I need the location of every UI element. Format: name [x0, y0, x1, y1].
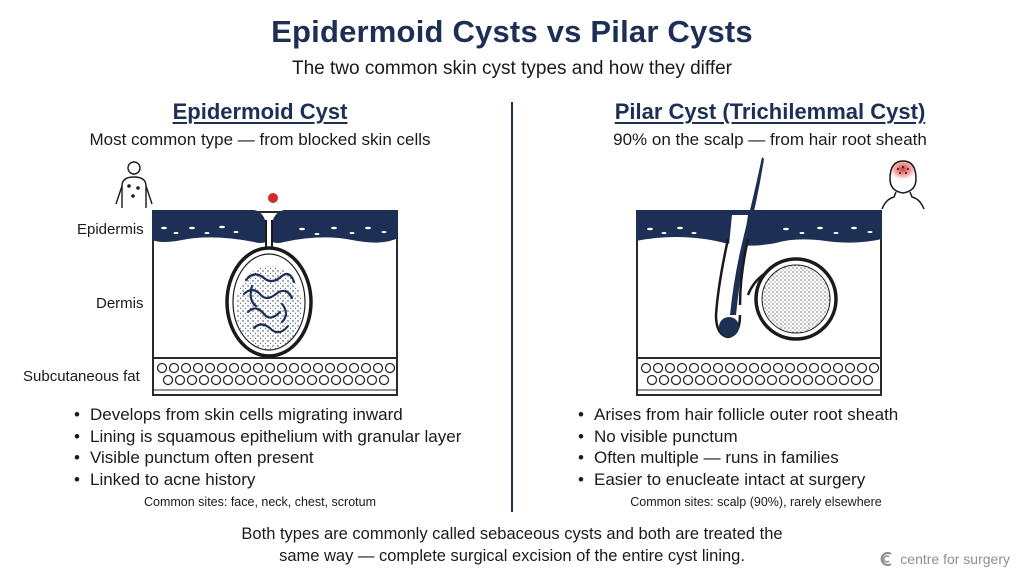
page-title: Epidermoid Cysts vs Pilar Cysts	[271, 14, 753, 49]
brand-watermark: centre for surgery	[879, 551, 1010, 567]
column-divider	[511, 102, 513, 512]
pilar-subheading: 90% on the scalp — from hair root sheath	[613, 130, 927, 149]
epidermoid-heading: Epidermoid Cyst	[172, 99, 348, 124]
body-sites-icon	[115, 161, 153, 208]
epidermoid-skin-diagram	[152, 193, 398, 396]
list-item: Easier to enucleate intact at surgery	[578, 469, 898, 491]
page-subtitle: The two common skin cyst types and how t…	[291, 58, 732, 79]
head-scalp-icon	[881, 160, 925, 210]
brand-name: centre for surgery	[900, 551, 1010, 567]
list-item: Develops from skin cells migrating inwar…	[74, 404, 461, 426]
pilar-skin-diagram	[636, 157, 882, 396]
list-item: Often multiple — runs in families	[578, 447, 898, 469]
footer-line-1: Both types are commonly called sebaceous…	[241, 525, 783, 543]
pilar-heading: Pilar Cyst (Trichilemmal Cyst)	[614, 99, 926, 124]
layer-label-epidermis: Epidermis	[77, 221, 144, 238]
footer-line-2: same way — complete surgical excision of…	[279, 547, 745, 565]
epidermoid-common-sites: Common sites: face, neck, chest, scrotum	[143, 495, 377, 509]
list-item: No visible punctum	[578, 426, 898, 448]
list-item: Lining is squamous epithelium with granu…	[74, 426, 461, 448]
list-item: Visible punctum often present	[74, 447, 461, 469]
epidermoid-bullet-list: Develops from skin cells migrating inwar…	[74, 404, 461, 490]
layer-label-dermis: Dermis	[96, 295, 144, 312]
epidermoid-subheading: Most common type — from blocked skin cel…	[89, 130, 431, 149]
list-item: Linked to acne history	[74, 469, 461, 491]
footer-note: Both types are commonly called sebaceous…	[150, 523, 874, 567]
layer-label-subcutaneous-fat: Subcutaneous fat	[23, 368, 140, 385]
pilar-common-sites: Common sites: scalp (90%), rarely elsewh…	[630, 495, 882, 509]
list-item: Arises from hair follicle outer root she…	[578, 404, 898, 426]
pilar-bullet-list: Arises from hair follicle outer root she…	[578, 404, 898, 490]
brand-logo-icon	[880, 551, 892, 567]
